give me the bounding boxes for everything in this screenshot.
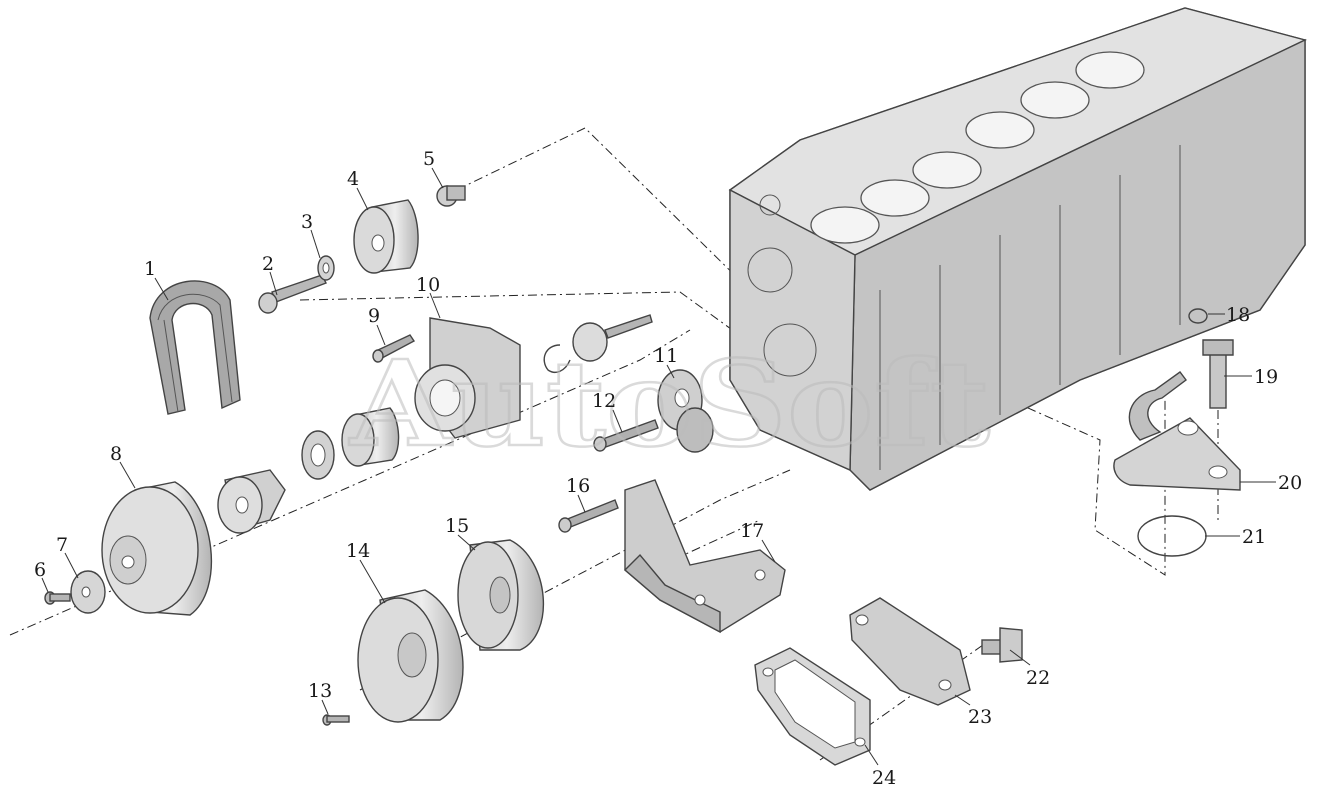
- tensioner-11: [657, 369, 714, 453]
- bolt-12: [593, 419, 659, 452]
- callout-6: 6: [34, 559, 46, 581]
- callout-labels: 1 2 3 4 5 6 7 8 9 10 11 12 13 14 15 16 1…: [34, 148, 1302, 789]
- spacer-5: [436, 185, 466, 207]
- callout-13: 13: [308, 680, 332, 702]
- fan-hub: [217, 469, 286, 534]
- vibration-damper-14: [357, 589, 464, 723]
- callout-15: 15: [445, 515, 469, 537]
- o-ring-18: [1188, 308, 1208, 324]
- callout-14: 14: [346, 540, 370, 562]
- callout-16: 16: [566, 475, 590, 497]
- callout-10: 10: [416, 274, 440, 296]
- lock-washer: [301, 430, 335, 480]
- gasket-ring-21: [1137, 515, 1207, 557]
- bolt-19: [1202, 339, 1234, 409]
- callout-5: 5: [423, 148, 435, 170]
- watermark: AutoSoft: [349, 334, 990, 473]
- callout-leaders: [41, 167, 1276, 766]
- idler-pulley-lower: [341, 407, 400, 467]
- callout-23: 23: [968, 706, 992, 728]
- callout-11: 11: [654, 345, 678, 367]
- bolt-2: [258, 274, 327, 314]
- callout-1: 1: [144, 258, 156, 280]
- bolt-9: [372, 334, 416, 363]
- callout-4: 4: [347, 168, 359, 190]
- callout-18: 18: [1226, 304, 1250, 326]
- bolt-13: [322, 714, 350, 726]
- poly-v-belt: [149, 280, 241, 415]
- bearing-cap: [572, 314, 653, 362]
- plug-22: [981, 627, 1023, 663]
- washer-7: [70, 570, 106, 614]
- snap-ring: [543, 344, 571, 373]
- engine-block: [728, 7, 1308, 491]
- bolt-16: [558, 499, 619, 533]
- water-pump-housing-10: [414, 317, 521, 439]
- callout-17: 17: [740, 520, 764, 542]
- washer-3: [317, 255, 335, 281]
- callout-24: 24: [872, 767, 896, 789]
- callout-19: 19: [1254, 366, 1278, 388]
- callout-3: 3: [301, 211, 313, 233]
- gasket-24: [754, 647, 871, 766]
- idler-pulley-4: [353, 199, 419, 274]
- callout-21: 21: [1242, 526, 1266, 548]
- callout-2: 2: [262, 253, 274, 275]
- mounting-bracket-17: [623, 479, 786, 634]
- callout-7: 7: [56, 534, 68, 556]
- callout-22: 22: [1026, 667, 1050, 689]
- cylinder-bores: [810, 51, 1145, 244]
- callout-8: 8: [110, 443, 122, 465]
- callout-20: 20: [1278, 472, 1302, 494]
- oil-pipe-flange-20: [1113, 371, 1241, 491]
- callout-9: 9: [368, 305, 380, 327]
- cover-plate-23: [849, 597, 971, 706]
- bolt-6: [44, 591, 71, 605]
- crank-pulley-8: [101, 481, 213, 616]
- pulley-15: [457, 539, 545, 651]
- callout-12: 12: [592, 390, 616, 412]
